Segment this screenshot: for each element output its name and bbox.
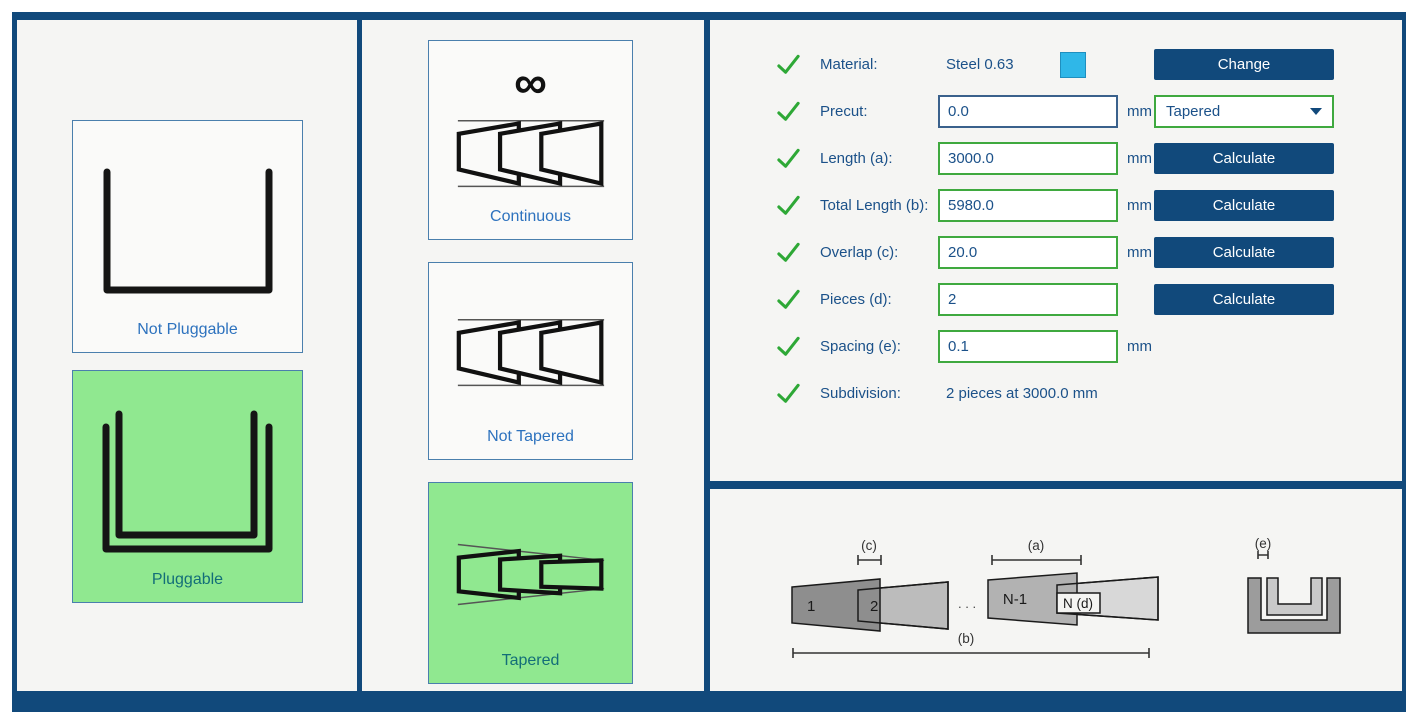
calculate-length-button[interactable]: Calculate xyxy=(1154,143,1334,174)
subdivision-diagram: (c) (a) 1 2 . . . N-1 N (d) (b) (e) xyxy=(791,536,1341,658)
check-icon xyxy=(777,242,800,262)
option-label: Pluggable xyxy=(151,571,224,588)
check-icon xyxy=(777,195,800,215)
check-icon xyxy=(777,54,800,74)
precut-row: Precut: mm Tapered xyxy=(710,88,1402,135)
subdivision-label: Subdivision: xyxy=(820,385,901,402)
piece-n-label-box xyxy=(1056,592,1101,614)
material-label: Material: xyxy=(820,56,878,73)
inner-u-cross-section xyxy=(1266,577,1323,616)
overlap-row: Overlap (c): mm Calculate xyxy=(710,229,1402,276)
dim-b-line xyxy=(792,648,1150,658)
option-label: Tapered xyxy=(501,652,560,669)
dim-c-bracket xyxy=(857,555,882,565)
total-length-unit: mm xyxy=(1127,197,1152,214)
spacing-input[interactable] xyxy=(938,330,1118,363)
calculate-overlap-button[interactable]: Calculate xyxy=(1154,237,1334,268)
material-value: Steel 0.63 xyxy=(946,56,1014,73)
tapered-pieces-icon xyxy=(456,543,604,605)
piece-n-minus-1-label: N-1 xyxy=(1003,591,1027,608)
check-icon xyxy=(777,148,800,168)
subdivision-value: 2 pieces at 3000.0 mm xyxy=(946,385,1098,402)
double-u-profile-icon xyxy=(102,410,273,553)
parameters-form-panel: Material: Steel 0.63 Change Precut: mm T… xyxy=(710,20,1402,481)
option-not-tapered[interactable]: Not Tapered xyxy=(428,262,633,460)
total-length-row: Total Length (b): mm Calculate xyxy=(710,182,1402,229)
calculate-pieces-button[interactable]: Calculate xyxy=(1154,284,1334,315)
dim-b-label: (b) xyxy=(958,631,975,646)
check-icon xyxy=(777,383,800,403)
spacing-label: Spacing (e): xyxy=(820,338,901,355)
chevron-down-icon xyxy=(1310,108,1322,115)
continuous-pieces-icon xyxy=(456,119,604,187)
subdivision-row: Subdivision: 2 pieces at 3000.0 mm xyxy=(710,370,1402,417)
check-icon xyxy=(777,101,800,121)
overlap-label: Overlap (c): xyxy=(820,244,899,261)
total-length-label: Total Length (b): xyxy=(820,197,929,214)
piece-2-outline xyxy=(857,581,949,630)
piece-1-shape xyxy=(791,578,881,632)
single-u-profile-icon xyxy=(103,168,272,293)
piece-n-label: N (d) xyxy=(1063,596,1093,611)
pieces-label: Pieces (d): xyxy=(820,291,892,308)
spacing-unit: mm xyxy=(1127,338,1152,355)
pluggable-options-panel: Not Pluggable Pluggable xyxy=(17,20,357,691)
taper-mode-value: Tapered xyxy=(1166,103,1221,120)
overlap-input[interactable] xyxy=(938,236,1118,269)
option-label: Continuous xyxy=(490,208,571,225)
pieces-input[interactable] xyxy=(938,283,1118,316)
piece-2-label: 2 xyxy=(870,598,878,615)
option-pluggable[interactable]: Pluggable xyxy=(72,370,303,603)
pieces-row: Pieces (d): Calculate xyxy=(710,276,1402,323)
dim-e-label: (e) xyxy=(1255,536,1272,551)
piece-1-label: 1 xyxy=(807,598,815,615)
precut-input[interactable] xyxy=(938,95,1118,128)
precut-unit: mm xyxy=(1127,103,1152,120)
dim-a-label: (a) xyxy=(1028,538,1045,553)
option-continuous[interactable]: ∞ Continuous xyxy=(428,40,633,240)
calculate-total-length-button[interactable]: Calculate xyxy=(1154,190,1334,221)
not-tapered-pieces-icon xyxy=(456,318,604,386)
material-row: Material: Steel 0.63 Change xyxy=(710,41,1402,88)
change-material-button[interactable]: Change xyxy=(1154,49,1334,80)
spacing-row: Spacing (e): mm xyxy=(710,323,1402,370)
dim-a-bracket xyxy=(991,555,1082,565)
infinity-icon: ∞ xyxy=(514,55,547,108)
option-label: Not Tapered xyxy=(487,428,574,445)
precut-label: Precut: xyxy=(820,103,868,120)
total-length-input[interactable] xyxy=(938,189,1118,222)
taper-options-panel: ∞ Continuous Not Tapered Tapered xyxy=(362,20,704,691)
check-icon xyxy=(777,336,800,356)
dim-e-bracket xyxy=(1257,551,1269,559)
length-input[interactable] xyxy=(938,142,1118,175)
taper-mode-dropdown[interactable]: Tapered xyxy=(1154,95,1334,128)
length-label: Length (a): xyxy=(820,150,893,167)
option-not-pluggable[interactable]: Not Pluggable xyxy=(72,120,303,353)
material-color-swatch xyxy=(1060,51,1086,78)
check-icon xyxy=(777,289,800,309)
subdivision-diagram-panel: (c) (a) 1 2 . . . N-1 N (d) (b) (e) xyxy=(710,489,1402,691)
option-tapered[interactable]: Tapered xyxy=(428,482,633,684)
length-unit: mm xyxy=(1127,150,1152,167)
ellipsis: . . . xyxy=(958,596,976,611)
outer-u-cross-section xyxy=(1247,577,1341,634)
length-row: Length (a): mm Calculate xyxy=(710,135,1402,182)
overlap-unit: mm xyxy=(1127,244,1152,261)
piece-n-minus-1-shape xyxy=(987,572,1078,626)
option-label: Not Pluggable xyxy=(137,321,238,338)
dim-c-label: (c) xyxy=(861,538,877,553)
